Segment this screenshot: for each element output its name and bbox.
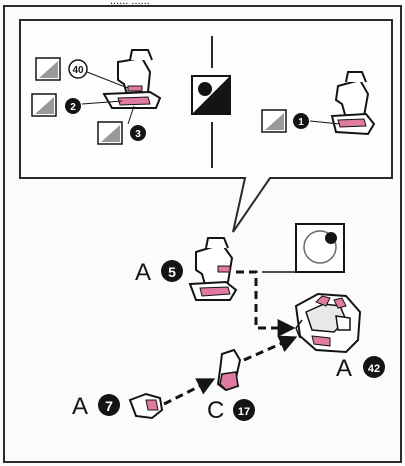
part-number: 5 [168,264,176,280]
part-label-a42: A 42 [336,355,385,382]
part-label-a5: A 5 [135,259,183,286]
sticker-callout-2: 2 [31,93,123,117]
part-number: 42 [368,363,380,375]
paint-mask-icon [191,75,231,115]
part-label-a7: A 7 [72,393,120,420]
assembly-arrow-icon [236,270,296,337]
part-c17 [216,348,242,392]
sticker-number-3: 3 [135,129,141,140]
sticker-number-2: 2 [70,102,76,113]
page-frame [3,5,402,463]
callout-frame [19,19,393,233]
sticker-number-40: 40 [72,65,84,76]
part-letter: A [336,355,352,382]
header-fragment: ...... ...... [110,0,150,7]
sticker-sheet-icon [31,93,57,117]
part-letter: C [207,397,224,424]
sticker-callout-1: 1 [261,109,341,133]
detail-zoom-icon [295,223,345,273]
part-letter: A [72,393,88,420]
part-a42-assembly [294,292,362,354]
sticker-sheet-icon [35,57,61,81]
sticker-sheet-icon [261,109,287,133]
sticker-callout-3: 3 [97,105,146,145]
detail-callout: 40 2 3 [19,19,393,233]
part-a5 [188,237,238,301]
sticker-callout-40: 40 [35,57,129,89]
assembly-arrow-icon [243,335,298,362]
part-a7 [128,392,164,420]
part-letter: A [135,259,151,286]
part-sticker-assembly-right [330,71,376,136]
part-number: 7 [105,398,113,414]
part-sticker-assembly-left [102,49,162,109]
sticker-sheet-icon [97,121,123,145]
assembly-arrow-icon [163,378,216,406]
sticker-number-1: 1 [298,117,304,128]
part-label-c17: C 17 [207,397,255,424]
part-number: 17 [238,406,250,418]
